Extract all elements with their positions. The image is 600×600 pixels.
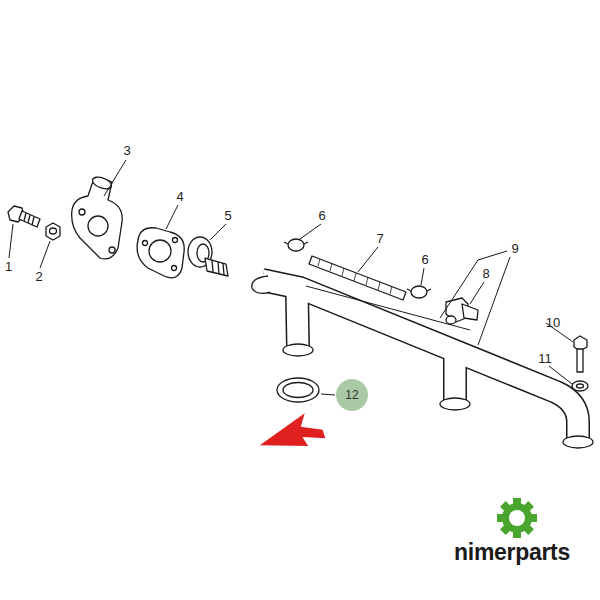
- logo-gear: [497, 498, 537, 538]
- callout-number: 12: [345, 389, 358, 401]
- callout-number: 8: [480, 266, 491, 281]
- bolt: [574, 336, 587, 372]
- callout-number: 9: [509, 241, 520, 256]
- water-outlet: [72, 175, 123, 259]
- leader-lines: [9, 160, 573, 395]
- callout-number: 11: [536, 351, 554, 366]
- washer: [46, 223, 60, 240]
- callout-number: 1: [3, 259, 14, 274]
- watermark: nimerparts: [452, 540, 572, 565]
- callout-number: 10: [544, 315, 562, 330]
- callout-number: 2: [33, 269, 44, 284]
- callout-number: 7: [374, 231, 385, 246]
- callout-number: 4: [174, 189, 185, 204]
- pointer-arrow: [260, 408, 329, 455]
- washer: [572, 381, 588, 391]
- hose-clamp: [407, 286, 431, 298]
- callout-number: 6: [316, 208, 327, 223]
- callout-number: 6: [419, 252, 430, 267]
- seal-ring: [277, 378, 319, 402]
- coolant-manifold: [252, 276, 593, 448]
- gasket: [137, 228, 184, 278]
- hose-clamp: [284, 239, 308, 251]
- bolt: [8, 206, 40, 227]
- callout-circle: 12: [336, 379, 368, 411]
- callout-number: 5: [222, 208, 233, 223]
- thermostat: [188, 237, 228, 276]
- callout-number: 3: [121, 143, 132, 158]
